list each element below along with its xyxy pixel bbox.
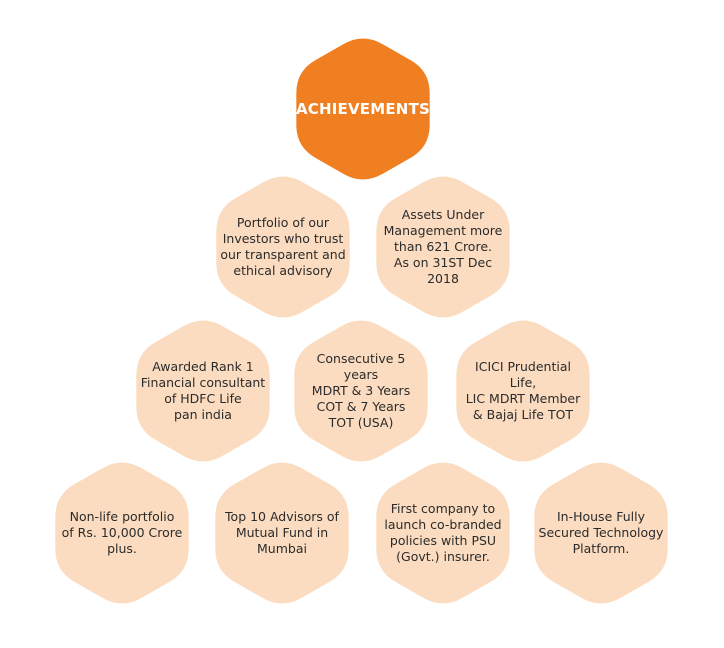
hexagon-shape [456, 320, 590, 462]
title-hexagon-path [296, 38, 430, 180]
achievement-in-house-platform: In-House Fully Secured Technology Platfo… [522, 456, 680, 610]
hexagon-path [215, 462, 349, 604]
hexagon-path [456, 320, 590, 462]
achievement-text: Assets Under Management more than 621 Cr… [383, 207, 503, 286]
achievement-text: Non-life portfolio of Rs. 10,000 Crore p… [61, 509, 183, 556]
hexagon-path [216, 176, 350, 318]
hexagon-shape [534, 462, 668, 604]
hexagon-shape [216, 176, 350, 318]
hexagon-path [534, 462, 668, 604]
achievement-first-company-co-branded: First company to launch co-branded polic… [364, 456, 522, 610]
achievements-title-hexagon: ACHIEVEMENTS [284, 32, 442, 186]
hexagon-shape [55, 462, 189, 604]
achievement-text: Top 10 Advisors of Mutual Fund in Mumbai [225, 509, 339, 556]
hexagon-shape [376, 176, 510, 318]
achievement-assets-under-management: Assets Under Management more than 621 Cr… [364, 170, 522, 324]
hexagon-shape [294, 320, 428, 462]
achievement-text: First company to launch co-branded polic… [384, 501, 502, 564]
hexagon-path [294, 320, 428, 462]
achievement-top-10-advisors: Top 10 Advisors of Mutual Fund in Mumbai [203, 456, 361, 610]
hexagon-shape [136, 320, 270, 462]
achievements-title: ACHIEVEMENTS [295, 100, 431, 118]
achievement-non-life-portfolio: Non-life portfolio of Rs. 10,000 Crore p… [43, 456, 201, 610]
hexagon-path [376, 176, 510, 318]
achievement-text: Portfolio of our Investors who trust our… [220, 215, 346, 278]
hexagon-shape [376, 462, 510, 604]
achievement-text: ICICI Prudential Life, LIC MDRT Member &… [465, 359, 581, 422]
achievement-portfolio-investors: Portfolio of our Investors who trust our… [204, 170, 362, 324]
hexagon-shape [215, 462, 349, 604]
hexagon-path [136, 320, 270, 462]
achievement-consecutive-mdrt: Consecutive 5 years MDRT & 3 Years COT &… [282, 314, 440, 468]
hexagon-path [376, 462, 510, 604]
achievement-icici-prudential: ICICI Prudential Life, LIC MDRT Member &… [444, 314, 602, 468]
achievement-text: In-House Fully Secured Technology Platfo… [538, 509, 664, 556]
achievement-text: Consecutive 5 years MDRT & 3 Years COT &… [311, 351, 411, 430]
achievement-text: Awarded Rank 1 Financial consultant of H… [140, 359, 266, 422]
hexagon-path [55, 462, 189, 604]
title-hexagon-shape [296, 38, 430, 180]
achievement-awarded-rank-1: Awarded Rank 1 Financial consultant of H… [124, 314, 282, 468]
